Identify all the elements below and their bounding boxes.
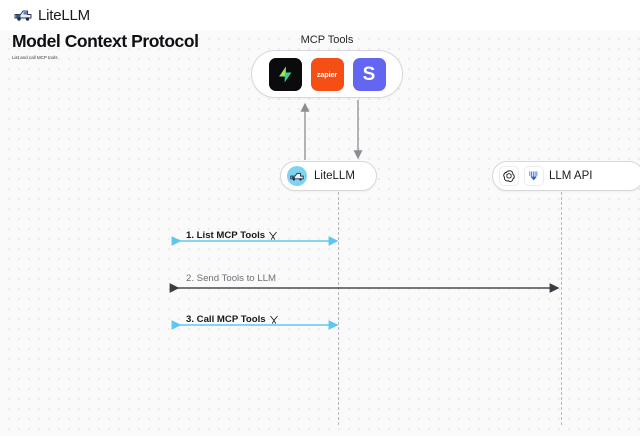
- lifeline-llm-api: [561, 192, 562, 425]
- message-3-text: 3. Call MCP Tools: [186, 314, 266, 325]
- tools-icon: [269, 315, 278, 324]
- stripe-s-icon: S: [362, 63, 376, 85]
- mcp-tools-group[interactable]: zapier S: [251, 50, 403, 98]
- page-subtitle: List and call MCP tools: [12, 55, 58, 60]
- node-litellm[interactable]: LiteLLM: [280, 161, 377, 191]
- openai-icon: [499, 166, 519, 186]
- llm-api-node-label: LLM API: [549, 170, 593, 182]
- brand-bar: LiteLLM: [0, 0, 640, 30]
- tool-icon-supabase[interactable]: [268, 57, 302, 91]
- message-label-3: 3. Call MCP Tools: [186, 314, 279, 325]
- truck-icon: [14, 10, 32, 21]
- message-2-text: 2. Send Tools to LLM: [186, 273, 276, 284]
- page-title: Model Context Protocol: [12, 31, 199, 51]
- node-llm-api[interactable]: LLM API: [492, 161, 640, 191]
- anthropic-icon: [524, 166, 544, 186]
- supabase-triangle-icon: [278, 66, 291, 82]
- page-header: Model Context Protocol List and call MCP…: [12, 30, 199, 60]
- zapier-label: zapier: [316, 69, 338, 79]
- message-label-2: 2. Send Tools to LLM: [186, 273, 276, 284]
- message-label-1: 1. List MCP Tools: [186, 230, 278, 241]
- message-1-text: 1. List MCP Tools: [186, 230, 266, 241]
- tool-icon-zapier[interactable]: zapier: [310, 57, 344, 91]
- tools-icon: [269, 231, 277, 240]
- litellm-node-label: LiteLLM: [314, 170, 355, 182]
- tool-icon-stripe[interactable]: S: [352, 57, 386, 91]
- lifeline-litellm: [338, 192, 339, 425]
- mcp-tools-label: MCP Tools: [300, 34, 354, 46]
- brand-name: LiteLLM: [38, 6, 90, 24]
- litellm-avatar-icon: [287, 166, 307, 186]
